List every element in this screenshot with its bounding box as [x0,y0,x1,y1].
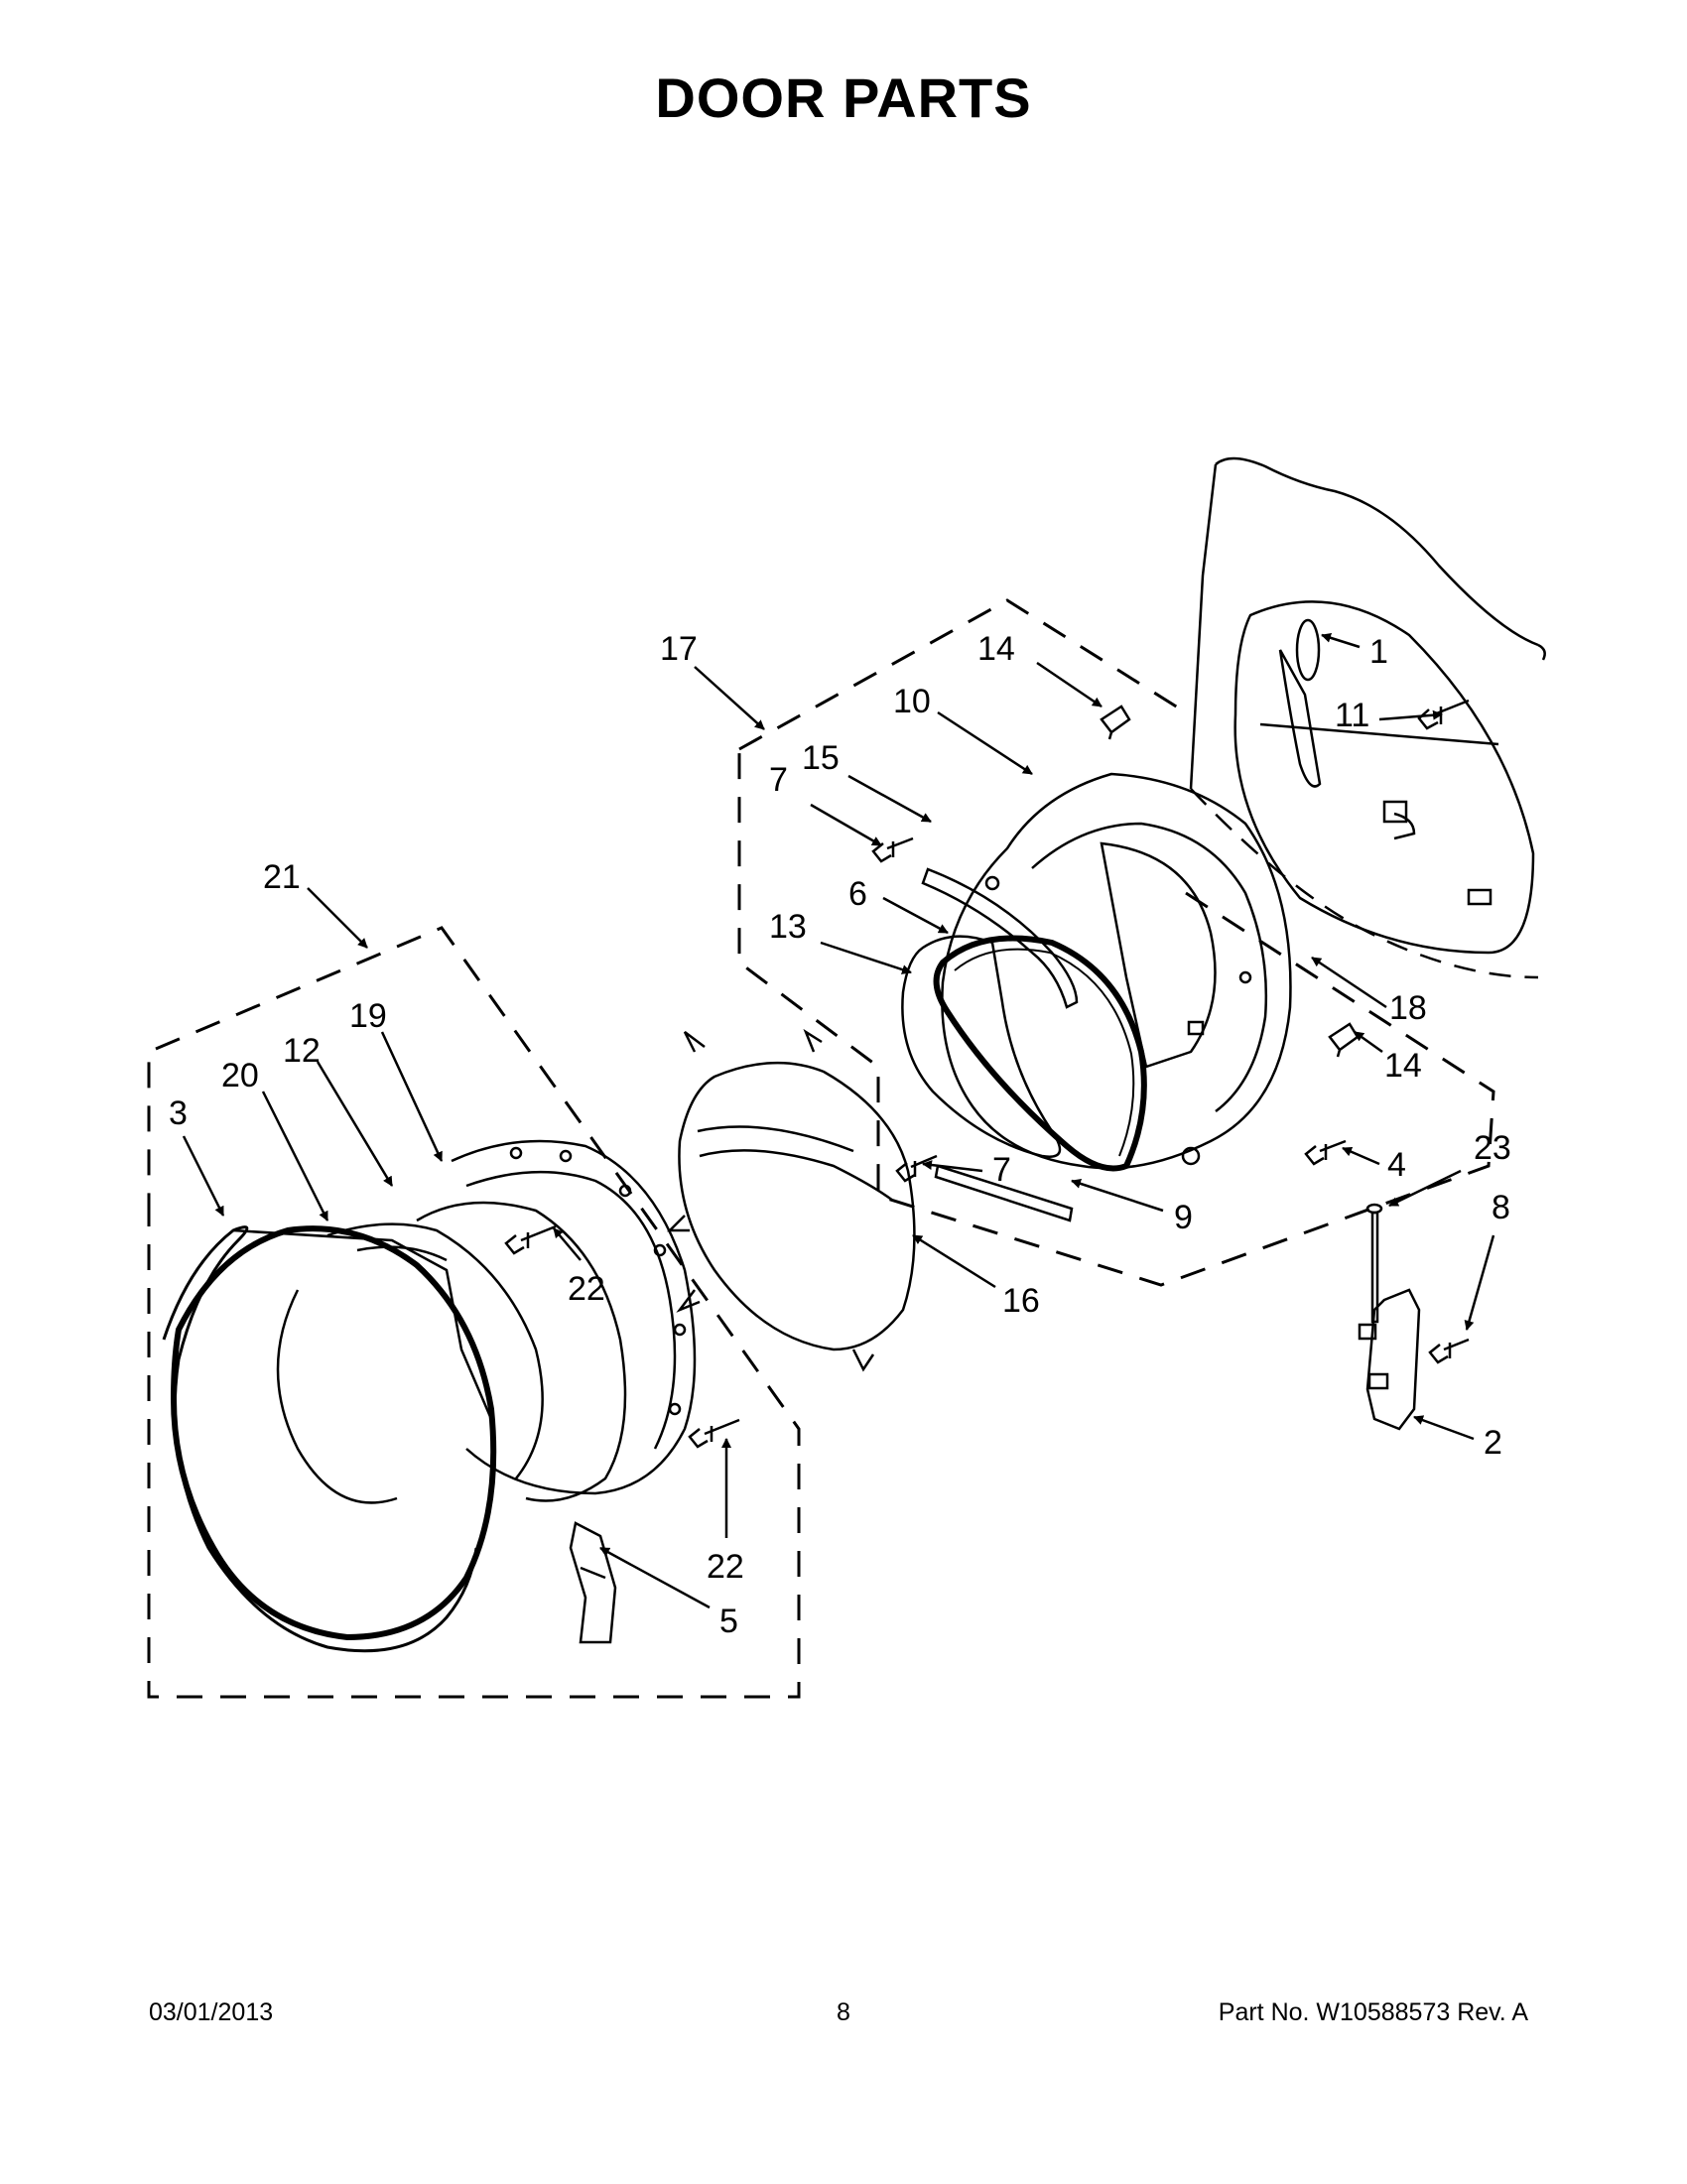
callout-10: 10 [893,683,931,720]
page-title: DOOR PARTS [655,66,1032,129]
screw-part-7-upper [871,836,914,863]
callout-9: 9 [1174,1199,1193,1236]
callout-3: 3 [169,1094,188,1132]
screw-part-22-lower [688,1418,740,1449]
callout-1: 1 [1369,633,1388,671]
hinge-part-2 [1358,1288,1421,1431]
callout-7-upper: 7 [769,761,788,799]
screw-part-7-lower [895,1154,938,1183]
callout-20: 20 [221,1057,259,1094]
clip-part-14-lower [1328,1022,1360,1058]
callout-13: 13 [769,908,807,946]
callout-22-lower: 22 [707,1548,744,1586]
door-ring-part-16 [666,1028,916,1372]
bracket-part-15 [921,867,1079,1009]
ring-part-19 [451,1139,697,1495]
callout-11: 11 [1335,697,1369,734]
screw-part-4 [1304,1139,1347,1166]
trim-part-20 [326,1222,544,1479]
callout-18: 18 [1389,989,1427,1027]
screws [504,699,1470,1449]
callout-22-upper: 22 [568,1270,605,1308]
callout-15: 15 [802,739,840,777]
screw-part-8 [1428,1338,1470,1364]
callout-19: 19 [349,997,387,1035]
assembly-17-outline [737,598,1495,1287]
ring-part-12 [416,1201,627,1502]
strip-part-9 [934,1164,1074,1222]
leader-arrows [182,632,1495,1609]
assembly-21-outline [147,926,801,1699]
callout-6: 6 [848,875,867,913]
callout-2: 2 [1484,1424,1502,1462]
footer-page-number: 8 [837,1998,850,2026]
callout-12: 12 [283,1032,321,1070]
footer-date: 03/01/2013 [149,1998,274,2026]
front-panel-part-1 [1189,456,1546,979]
inner-window-part-13 [901,935,1062,1158]
outer-door-part-3 [162,1225,497,1653]
callout-8: 8 [1492,1189,1510,1226]
gasket-part-6 [933,935,1147,1172]
callouts: 1 2 3 4 5 6 7 7 8 9 10 11 12 13 14 14 15… [169,630,1511,1640]
callout-14-lower: 14 [1384,1047,1422,1085]
callout-23: 23 [1474,1129,1511,1167]
clip-part-14-upper [1100,705,1131,740]
footer-part-number: Part No. W10588573 Rev. A [1218,1998,1528,2026]
callout-16: 16 [1002,1282,1040,1320]
callout-14-upper: 14 [977,630,1015,668]
callout-4: 4 [1387,1146,1406,1184]
screw-part-22-upper [504,1224,557,1255]
callout-7-lower: 7 [992,1151,1011,1189]
hinge-pin-part-23 [1365,1203,1383,1324]
callout-5: 5 [719,1603,738,1640]
callout-21: 21 [263,858,301,896]
bracket-part-5 [569,1521,617,1644]
callout-17: 17 [660,630,698,668]
inner-door-panel-part-10 [941,772,1292,1170]
